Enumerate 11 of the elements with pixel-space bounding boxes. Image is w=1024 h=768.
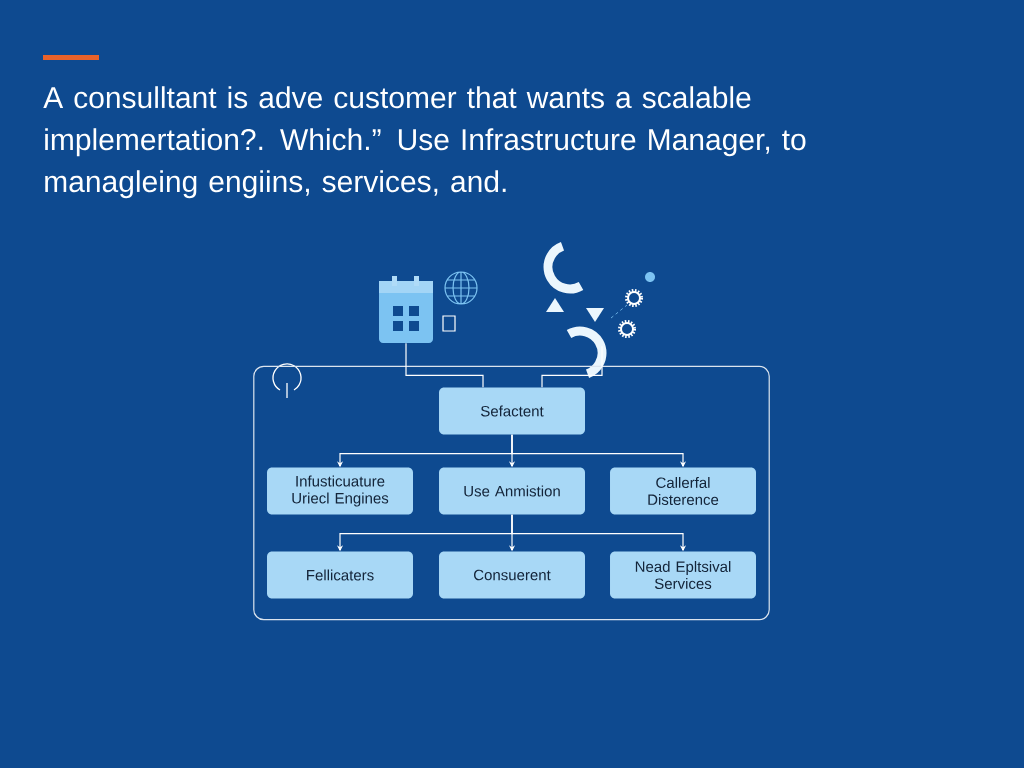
process-box: Callerfal Disterence (610, 467, 756, 515)
process-box: Fellicaters (267, 551, 413, 599)
process-box: Nead Epltsival Services (610, 551, 756, 599)
panel-frame (253, 365, 770, 621)
calendar-icon (379, 276, 433, 343)
refresh-icon (543, 242, 607, 378)
title: A consulltant is adve customer that wants a scalable implemertation?. Which.” Use Infrastructure Manager, to managleing engiins, services, and. (43, 86, 806, 199)
process-box: Use Anmistion (439, 467, 585, 515)
process-box: Consuerent (439, 551, 585, 599)
process-box: Infusticuature Uriecl Engines (267, 467, 413, 515)
process-box: Sefactent (439, 387, 585, 435)
